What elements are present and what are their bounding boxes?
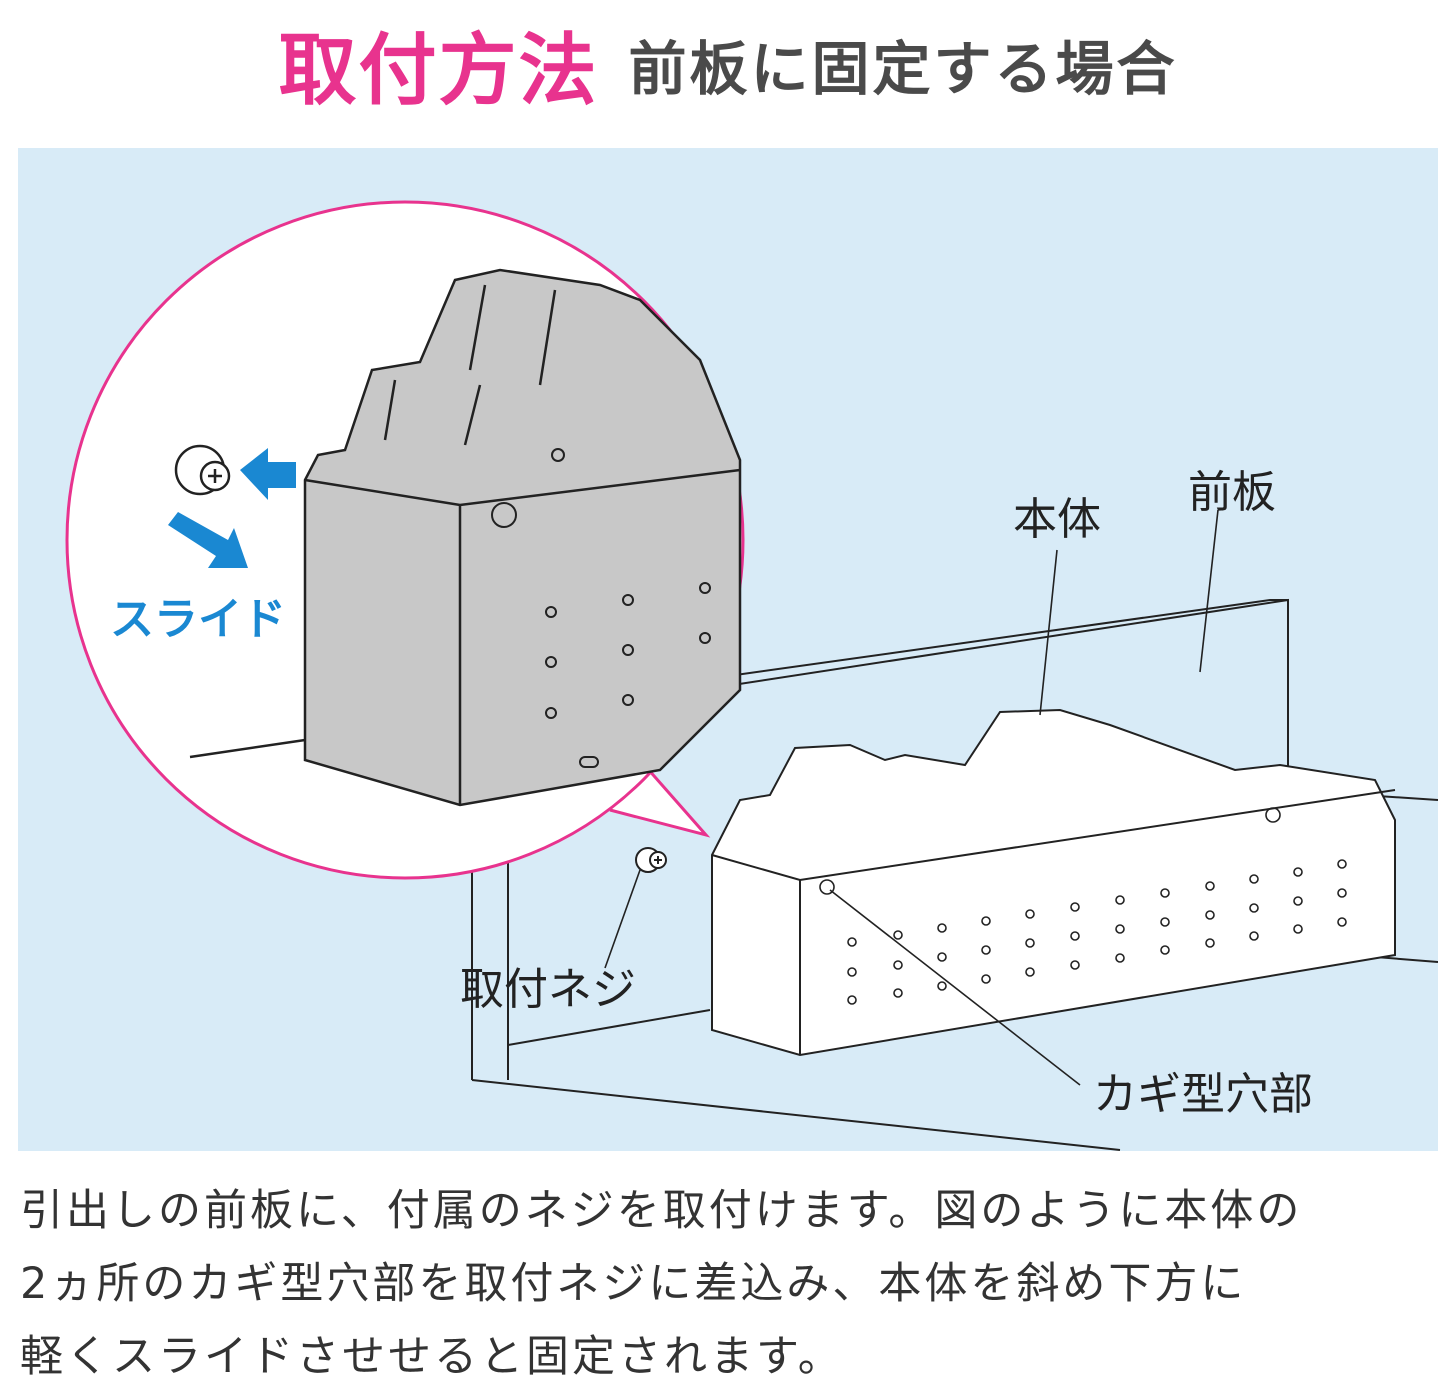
arrow-left-icon (240, 448, 296, 500)
installation-diagram (65, 200, 1438, 1151)
page-title: 取付方法前板に固定する場合 (0, 8, 1456, 120)
screw-closeup-icon (174, 444, 231, 496)
description-line: 2ヵ所のカギ型穴部を取付ネジに差込み、本体を斜め下方に (20, 1259, 1247, 1309)
title-main: 取付方法 (278, 26, 599, 116)
label-slide: スライド (110, 594, 286, 645)
title-sub: 前板に固定する場合 (628, 35, 1178, 103)
label-body: 本体 (1013, 494, 1101, 545)
description: 引出しの前板に、付属のネジを取付けます。図のように本体の 2ヵ所のカギ型穴部を取… (20, 1175, 1440, 1394)
body-closeup (189, 268, 742, 807)
description-line: 軽くスライドさせせると固定されます。 (20, 1332, 844, 1382)
body-holes (819, 807, 1347, 1005)
body-unit (711, 708, 1396, 1057)
label-mounting-screw: 取付ネジ (460, 964, 636, 1015)
screw-icon (635, 847, 667, 873)
arrow-diagonal-icon (168, 512, 248, 568)
illustration-panel: スライド 本体 前板 取付ネジ カギ型穴部 (18, 148, 1438, 1151)
label-front-panel: 前板 (1188, 467, 1276, 518)
description-line: 引出しの前板に、付属のネジを取付けます。図のように本体の (20, 1186, 1303, 1236)
label-hook-hole: カギ型穴部 (1093, 1069, 1313, 1120)
